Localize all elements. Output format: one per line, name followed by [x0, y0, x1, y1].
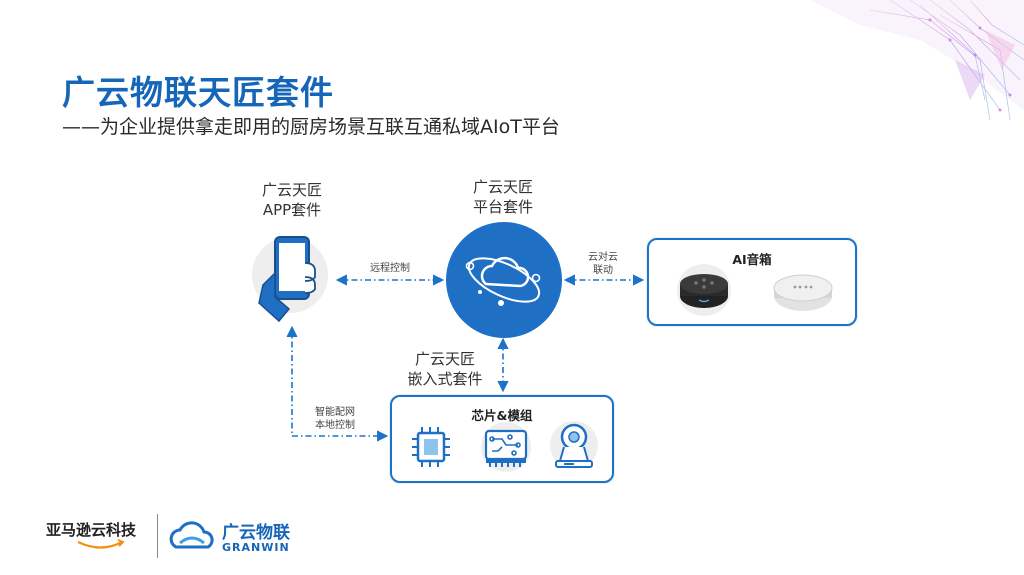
amazon-brand-text: 亚马逊云科技 [46, 521, 137, 539]
platform-kit-label: 广云天匠 平台套件 [463, 177, 543, 217]
page-subtitle: ——为企业提供拿走即用的厨房场景互联互通私域AIoT平台 [62, 116, 560, 138]
app-kit-label-line2: APP套件 [262, 201, 322, 219]
connector-local-control [286, 325, 389, 442]
cloud-to-cloud-line2: 联动 [593, 265, 613, 276]
decorative-corner-graphic [810, 0, 1024, 121]
remote-control-label: 远程控制 [370, 263, 410, 274]
local-control-line1: 智能配网 [315, 407, 355, 418]
cloud-orbit-icon [446, 222, 562, 338]
hand-phone-icon [252, 236, 328, 323]
ai-speaker-title: AI音箱 [732, 252, 772, 267]
app-kit-label-line1: 广云天匠 [261, 181, 322, 199]
chip-icon [412, 427, 450, 467]
chip-module-box: 芯片&模组 [390, 395, 614, 483]
amazon-smile-icon [77, 539, 125, 549]
platform-kit-label-line1: 广云天匠 [472, 178, 533, 196]
amazon-web-services-logo: 亚马逊云科技 [46, 519, 156, 553]
local-control-label: 智能配网 本地控制 [305, 406, 365, 432]
granwin-brand-en: GRANWIN [222, 541, 290, 554]
ai-speaker-box: AI音箱 [647, 238, 857, 326]
embedded-kit-label-line1: 广云天匠 [414, 350, 475, 368]
camera-module-icon [550, 421, 598, 469]
footer-divider [157, 514, 158, 558]
smart-speaker-icon [773, 274, 833, 311]
platform-kit-label-line2: 平台套件 [472, 198, 533, 216]
echo-dot-speaker-icon [677, 264, 731, 316]
embedded-kit-label: 广云天匠 嵌入式套件 [395, 349, 495, 389]
local-control-line2: 本地控制 [315, 420, 355, 431]
granwin-brand-cn: 广云物联 [222, 523, 290, 543]
granwin-cloud-logo-icon [169, 521, 214, 549]
chip-module-title: 芯片&模组 [471, 408, 533, 423]
app-kit-label: 广云天匠 APP套件 [252, 180, 332, 220]
circuit-board-icon [481, 422, 531, 472]
embedded-kit-label-line2: 嵌入式套件 [407, 370, 483, 388]
cloud-to-cloud-line1: 云对云 [588, 252, 618, 263]
page-title: 广云物联天匠套件 [62, 73, 334, 112]
cloud-to-cloud-label: 云对云 联动 [578, 251, 628, 277]
